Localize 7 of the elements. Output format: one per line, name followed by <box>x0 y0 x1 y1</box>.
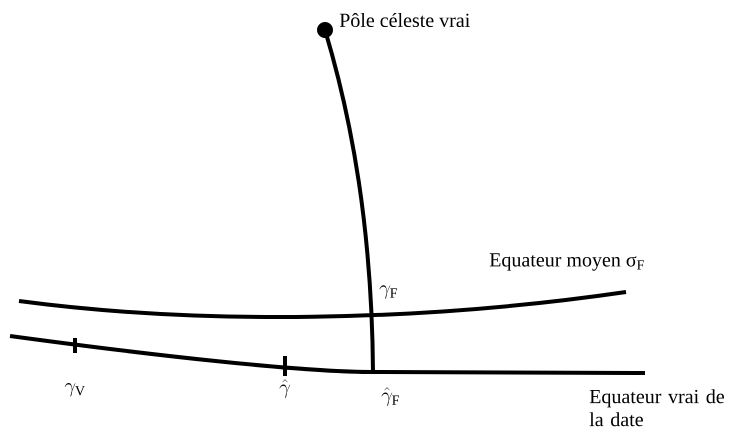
point-label: $\gamma_{\mathrm{V}}$ <box>64 383 85 397</box>
pole-label: Pôle céleste vrai <box>340 12 470 28</box>
point-label: $\hat{\gamma}$ <box>280 379 290 398</box>
point-label: $\gamma_{\mathrm{F}}$ <box>380 285 398 299</box>
equator-label: Equateur vrai de la date <box>590 389 724 426</box>
equator-label: Equateur moyen σ$_{F}$ <box>490 253 644 271</box>
point-label: $\hat{\gamma}_{\mathrm{F}}$ <box>382 387 400 406</box>
